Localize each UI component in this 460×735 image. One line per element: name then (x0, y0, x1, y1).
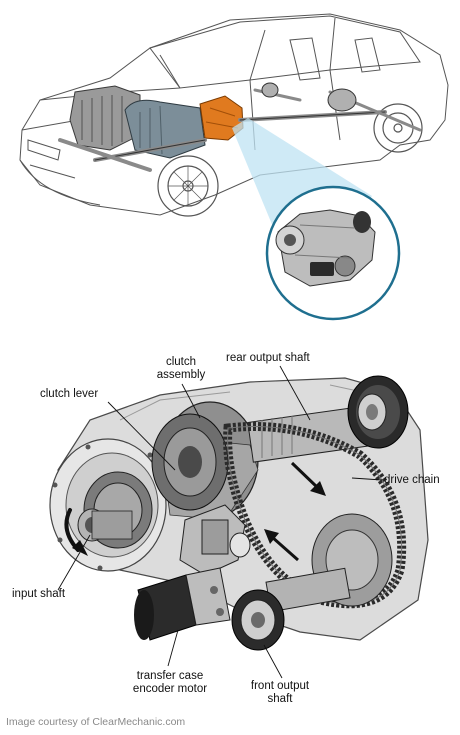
transfer-case-detail (49, 365, 429, 679)
clutch-lever (179, 504, 251, 576)
label-encoder-motor: transfer case encoder motor (132, 670, 208, 695)
rear-differential (261, 82, 357, 112)
label-clutch-assembly: clutch assembly (156, 356, 206, 381)
label-clutch-lever: clutch lever (40, 388, 99, 400)
label-front-output-shaft: front output shaft (250, 680, 310, 705)
clutch-drum (151, 401, 259, 521)
label-rear-output-shaft: rear output shaft (226, 352, 310, 364)
transmission (124, 99, 206, 159)
front-wheel (157, 155, 219, 217)
chain-arrow-lower (264, 529, 299, 562)
input-shaft (77, 508, 133, 542)
image-credit: Image courtesy of ClearMechanic.com (6, 716, 186, 728)
rear-wheel (373, 103, 423, 153)
front-output-shaft (231, 513, 393, 651)
leader-lines (57, 365, 383, 679)
chain-arrow-upper (290, 461, 326, 496)
callout-circle (265, 185, 401, 321)
drive-shafts (58, 88, 422, 172)
encoder-motor (134, 567, 231, 641)
label-input-shaft: input shaft (12, 588, 66, 600)
label-drive-chain: drive chain (384, 474, 440, 486)
car-cutaway (19, 13, 449, 216)
